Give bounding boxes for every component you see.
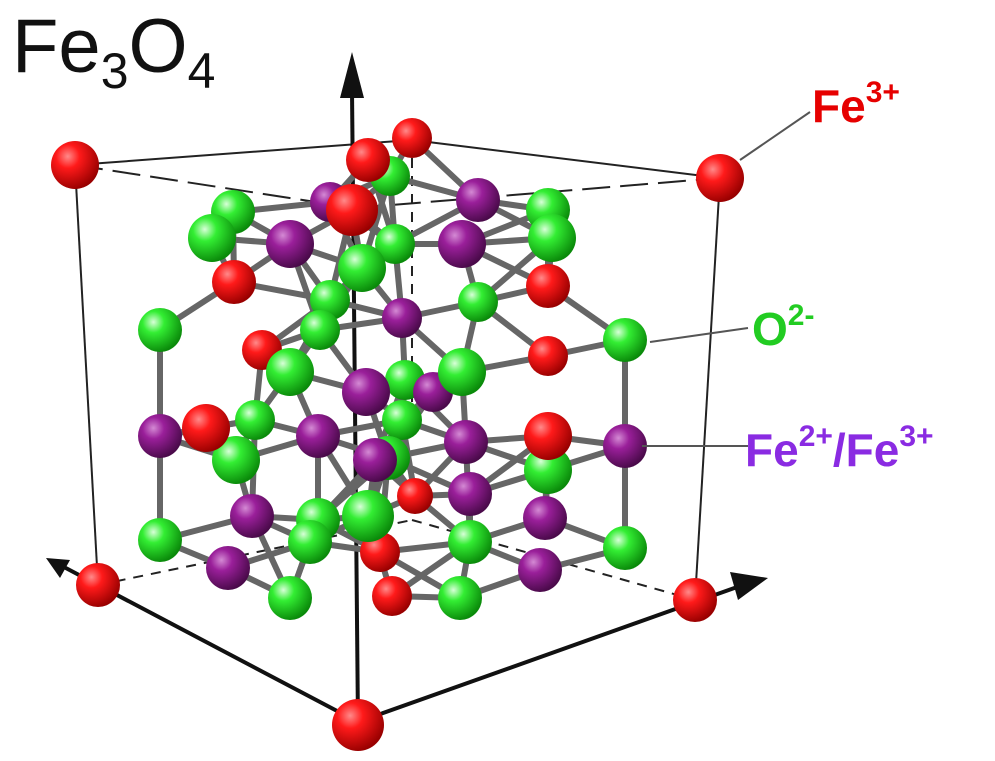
atom-o2: [375, 224, 415, 264]
atom-fe2-fe3: [438, 220, 486, 268]
atom-fe3: [372, 576, 412, 616]
atom-o2: [138, 518, 182, 562]
atom-fe2-fe3: [448, 472, 492, 516]
label-o2: O2-: [752, 299, 814, 355]
atom-fe2-fe3: [444, 420, 488, 464]
formula-title: Fe3O4: [12, 4, 215, 99]
atom-fe2-fe3: [353, 438, 397, 482]
atom-o2: [235, 400, 275, 440]
atom-fe3: [526, 264, 570, 308]
atom-o2: [266, 348, 314, 396]
leader-lines: [642, 111, 811, 447]
atom-o2: [448, 520, 492, 564]
atom-fe2-fe3: [456, 178, 500, 222]
atom-fe3: [524, 412, 572, 460]
axis-arrow-up-icon: [340, 52, 364, 98]
atom-fe3: [673, 578, 717, 622]
atom-o2: [138, 308, 182, 352]
atom-o2: [438, 576, 482, 620]
atom-fe3: [346, 138, 390, 182]
axis-arrow-right-icon: [730, 572, 768, 600]
atoms: [51, 118, 744, 751]
atom-o2: [603, 526, 647, 570]
atom-o2: [524, 446, 572, 494]
atom-fe3: [76, 563, 120, 607]
atom-fe2-fe3: [138, 414, 182, 458]
atom-o2: [438, 348, 486, 396]
atom-fe2-fe3: [342, 368, 390, 416]
atom-fe2-fe3: [382, 298, 422, 338]
atom-o2: [288, 520, 332, 564]
atom-o2: [458, 282, 498, 322]
atom-fe2-fe3: [603, 424, 647, 468]
atom-fe3: [332, 699, 384, 751]
atom-fe3: [360, 532, 400, 572]
atom-o2: [342, 490, 394, 542]
atom-o2: [603, 318, 647, 362]
atom-fe3: [397, 478, 433, 514]
atom-fe3: [528, 336, 568, 376]
atom-o2: [382, 400, 422, 440]
atom-fe2-fe3: [296, 414, 340, 458]
atom-o2: [300, 310, 340, 350]
atom-fe2-fe3: [206, 546, 250, 590]
label-fe2-fe3: Fe2+/Fe3+: [745, 420, 934, 476]
atom-fe2-fe3: [523, 496, 567, 540]
atom-fe2-fe3: [266, 220, 314, 268]
axis-arrow-left-icon: [46, 558, 70, 578]
atom-o2: [528, 214, 576, 262]
atom-fe2-fe3: [518, 548, 562, 592]
atom-fe2-fe3: [230, 494, 274, 538]
atom-fe3: [392, 118, 432, 158]
atom-o2: [268, 576, 312, 620]
atom-fe3: [182, 404, 230, 452]
atom-o2: [188, 214, 236, 262]
atom-fe3: [51, 141, 99, 189]
atom-o2: [212, 436, 260, 484]
atom-o2: [338, 244, 386, 292]
atom-fe3: [212, 260, 256, 304]
atom-fe3: [326, 184, 378, 236]
atom-fe3: [696, 154, 744, 202]
label-fe3: Fe3+: [812, 76, 900, 132]
